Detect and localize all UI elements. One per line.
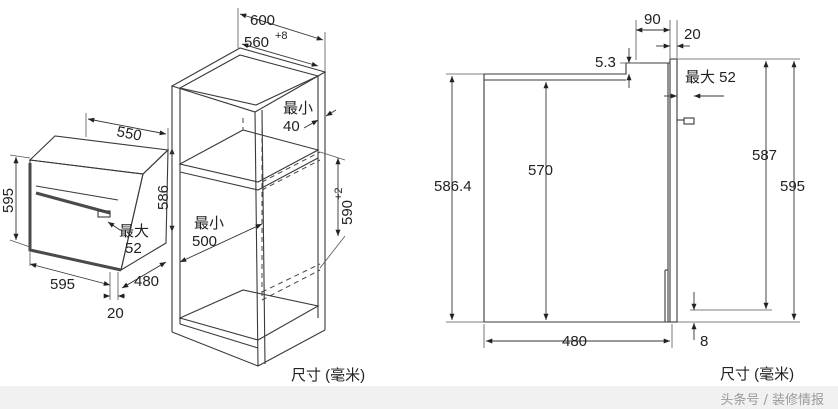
oven-side-section [483, 58, 695, 323]
section-front-offset-label: 20 [684, 26, 701, 43]
oven-depth-label: 550 [115, 123, 143, 144]
watermark-text: 头条号 / 装修情报 [720, 393, 824, 408]
section-door-height-label: 587 [752, 147, 777, 164]
cabinet-inner-depth-tolerance: +8 [275, 30, 288, 42]
section-step-label: 5.3 [595, 54, 616, 71]
cabinet-niche-height-tolerance: +2 [333, 187, 345, 200]
right-caption: 尺寸 (毫米) [720, 365, 794, 383]
watermark-bar: 头条号 / 装修情报 [0, 386, 838, 409]
oven-handle-label-1: 最大 [119, 223, 149, 240]
technical-drawing: 550 595 586 595 480 20 最大 52 [0, 8, 805, 384]
oven-handle-label-2: 52 [125, 240, 142, 257]
cabinet-inner-depth-label: 560 [244, 34, 269, 51]
oven-width-label: 595 [50, 276, 75, 293]
oven-height-label: 595 [0, 188, 17, 213]
section-depth-label: 480 [562, 333, 587, 350]
section-dimension-labels: 90 20 5.3 最大 52 586.4 570 587 595 480 8 … [434, 11, 805, 383]
oven-dimension-labels: 550 595 586 595 480 20 最大 52 [0, 123, 172, 322]
section-body-height-label: 586.4 [434, 178, 472, 195]
cabinet-niche-height-label: 590 [339, 200, 356, 225]
section-top-offset-label: 90 [644, 11, 661, 28]
section-total-height-label: 595 [780, 178, 805, 195]
oven-isometric [28, 135, 170, 272]
left-caption: 尺寸 (毫米) [291, 366, 365, 384]
cabinet-dimension-labels: 600 560 +8 最小 40 590 +2 最小 500 尺寸 (毫米) [192, 12, 365, 384]
oven-cavity-depth-label: 480 [134, 273, 159, 290]
cabinet-min-gap-value: 40 [283, 118, 300, 135]
oven-front-offset-label: 20 [107, 305, 124, 322]
section-dimensions [446, 20, 800, 348]
cabinet-outer-depth-label: 600 [250, 12, 275, 29]
section-foot-label: 8 [700, 333, 708, 350]
section-inner-height-label: 570 [528, 162, 553, 179]
section-handle-label: 最大 52 [685, 69, 736, 86]
cabinet-min-width-label: 最小 [194, 215, 224, 232]
cabinet-min-width-value: 500 [192, 233, 217, 250]
cabinet-isometric [170, 47, 327, 367]
oven-inner-height-label: 586 [155, 185, 172, 210]
cabinet-min-gap-label: 最小 [283, 100, 313, 117]
cabinet-dimensions [179, 8, 346, 269]
